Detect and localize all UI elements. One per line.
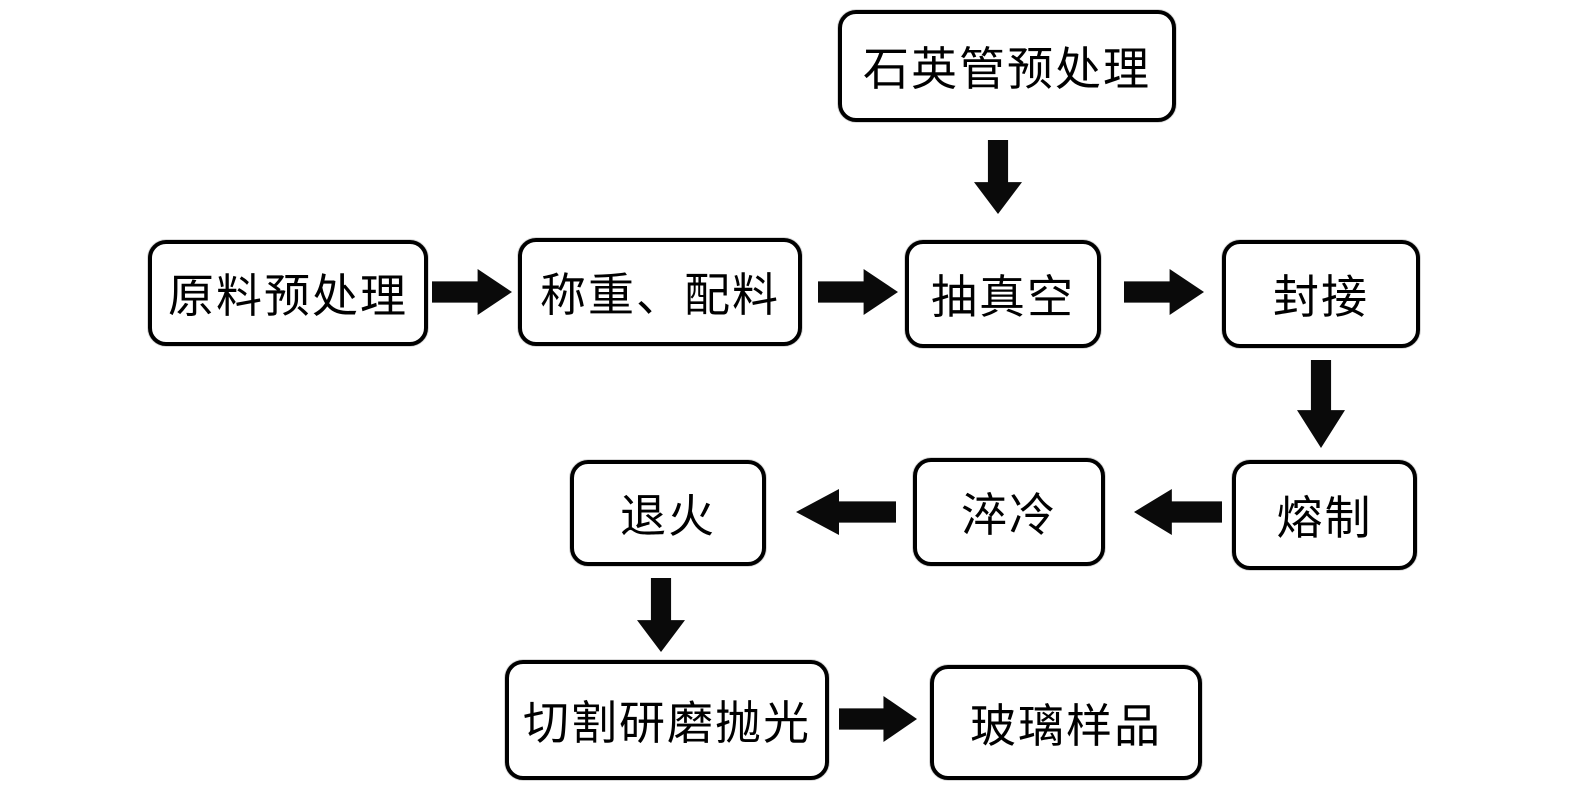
node-quenching: 淬冷: [913, 458, 1105, 566]
node-sealing: 封接: [1222, 240, 1420, 348]
node-melting: 熔制: [1232, 460, 1417, 570]
arrow-left-icon: [796, 489, 896, 535]
arrow-left-icon: [1134, 489, 1222, 535]
arrow-right-icon: [839, 696, 917, 742]
node-quartz-tube-pretreatment: 石英管预处理: [838, 10, 1176, 122]
node-vacuum-pumping: 抽真空: [905, 240, 1101, 348]
node-cutting-grinding-polishing: 切割研磨抛光: [505, 660, 829, 780]
node-glass-sample: 玻璃样品: [930, 665, 1202, 780]
arrow-down-icon: [637, 578, 685, 652]
node-weighing-batching: 称重、配料: [518, 238, 802, 346]
node-annealing: 退火: [570, 460, 766, 566]
arrow-down-icon: [1297, 360, 1345, 448]
node-raw-material-pretreatment: 原料预处理: [148, 240, 428, 346]
arrow-down-icon: [974, 140, 1022, 214]
arrow-right-icon: [432, 269, 512, 315]
arrow-right-icon: [1124, 269, 1204, 315]
arrow-right-icon: [818, 269, 898, 315]
